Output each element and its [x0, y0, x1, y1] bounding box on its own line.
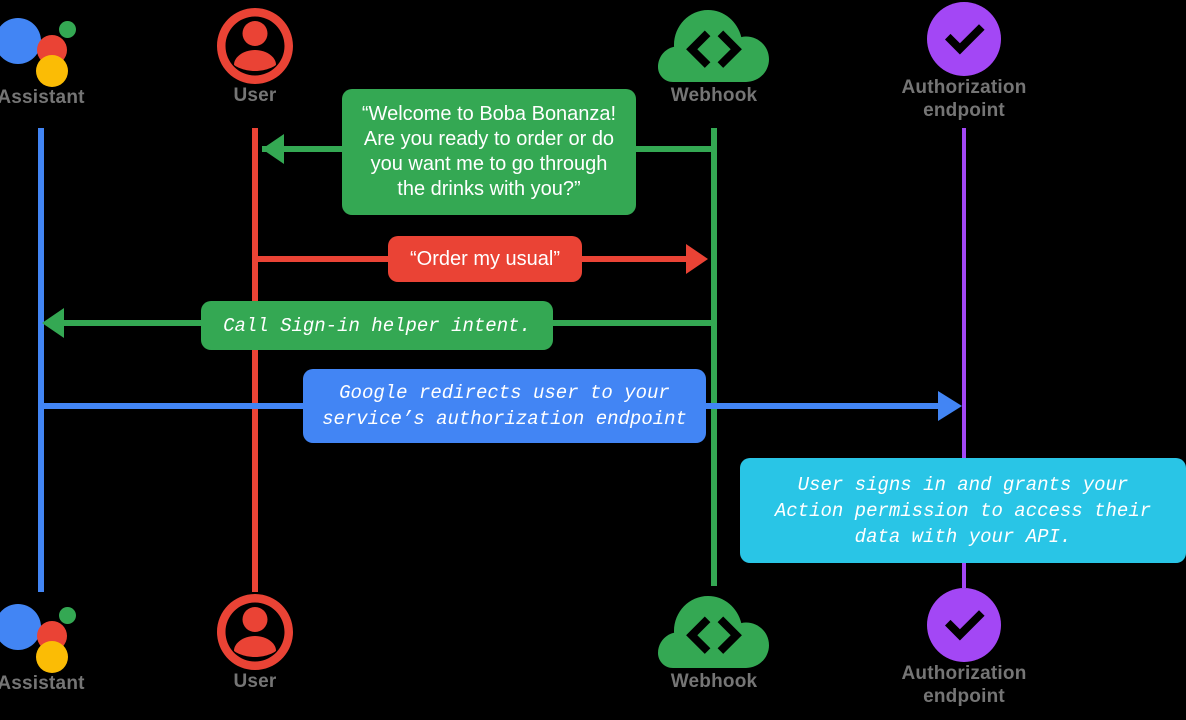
- actor-label-auth-line1: Authorization: [901, 77, 1027, 98]
- cloud-code-svg: [658, 10, 769, 82]
- message-bubble-1: “Welcome to Boba Bonanza! Are you ready …: [342, 89, 636, 215]
- assistant-yellow-dot-icon: [36, 641, 68, 673]
- message-2-arrowhead-right: [686, 244, 708, 274]
- assistant-blue-dot-icon: [0, 604, 41, 650]
- actor-label-assistant-bottom: Assistant: [0, 673, 85, 694]
- lifeline-webhook: [711, 128, 717, 586]
- message-bubble-2: “Order my usual”: [388, 236, 582, 282]
- assistant-green-dot-icon: [59, 607, 76, 624]
- message-3-text: Call Sign-in helper intent.: [223, 314, 531, 337]
- message-5-text: User signs in and grants your Action per…: [774, 473, 1152, 548]
- google-assistant-icon: [0, 8, 141, 87]
- message-bubble-3: Call Sign-in helper intent.: [201, 301, 553, 350]
- user-avatar-icon-bottom: [155, 592, 355, 670]
- message-3-arrowhead-left: [42, 308, 64, 338]
- actor-auth-bottom: Authorization endpoint: [864, 588, 1064, 708]
- assistant-yellow-dot-icon: [36, 55, 68, 87]
- message-4-text: Google redirects user to your service’s …: [322, 382, 687, 430]
- actor-user-bottom: User: [155, 592, 355, 693]
- actor-label-webhook: Webhook: [670, 85, 758, 106]
- google-assistant-icon-bottom: [0, 594, 141, 673]
- actor-label-assistant: Assistant: [0, 87, 85, 108]
- message-bubble-4: Google redirects user to your service’s …: [303, 369, 706, 443]
- actor-auth-top: Authorization endpoint: [864, 2, 1064, 122]
- message-4-arrowhead-right: [938, 391, 962, 421]
- message-1-text: “Welcome to Boba Bonanza! Are you ready …: [361, 103, 617, 200]
- purple-check-circle-svg: [927, 2, 1001, 76]
- lifeline-assistant: [38, 128, 44, 592]
- user-avatar-svg: [217, 8, 293, 84]
- cloud-code-icon: [614, 6, 814, 84]
- actor-label-auth-bottom-line2: endpoint: [923, 686, 1005, 707]
- message-1-arrowhead-left: [262, 134, 284, 164]
- message-2-text: “Order my usual”: [409, 247, 561, 270]
- purple-check-circle-svg: [927, 588, 1001, 662]
- assistant-blue-dot-icon: [0, 18, 41, 64]
- cloud-code-icon-bottom: [614, 592, 814, 670]
- actor-label-auth-bottom-line1: Authorization: [901, 663, 1027, 684]
- purple-check-circle-icon-bottom: [864, 588, 1064, 662]
- user-avatar-icon: [155, 6, 355, 84]
- purple-check-circle-icon: [864, 2, 1064, 76]
- assistant-green-dot-icon: [59, 21, 76, 38]
- actor-webhook-bottom: Webhook: [614, 592, 814, 693]
- lifeline-user: [252, 128, 258, 592]
- actor-webhook-top: Webhook: [614, 6, 814, 107]
- actor-label-user-bottom: User: [233, 671, 277, 692]
- actor-assistant-bottom: Assistant: [0, 594, 141, 695]
- actor-label-webhook-bottom: Webhook: [670, 671, 758, 692]
- cloud-code-svg: [658, 596, 769, 668]
- lifeline-auth: [962, 128, 966, 588]
- actor-label-auth-line2: endpoint: [923, 100, 1005, 121]
- actor-label-user: User: [233, 85, 277, 106]
- actor-user-top: User: [155, 6, 355, 107]
- message-bubble-5: User signs in and grants your Action per…: [740, 458, 1186, 563]
- actor-assistant-top: Assistant: [0, 8, 141, 109]
- user-avatar-svg: [217, 594, 293, 670]
